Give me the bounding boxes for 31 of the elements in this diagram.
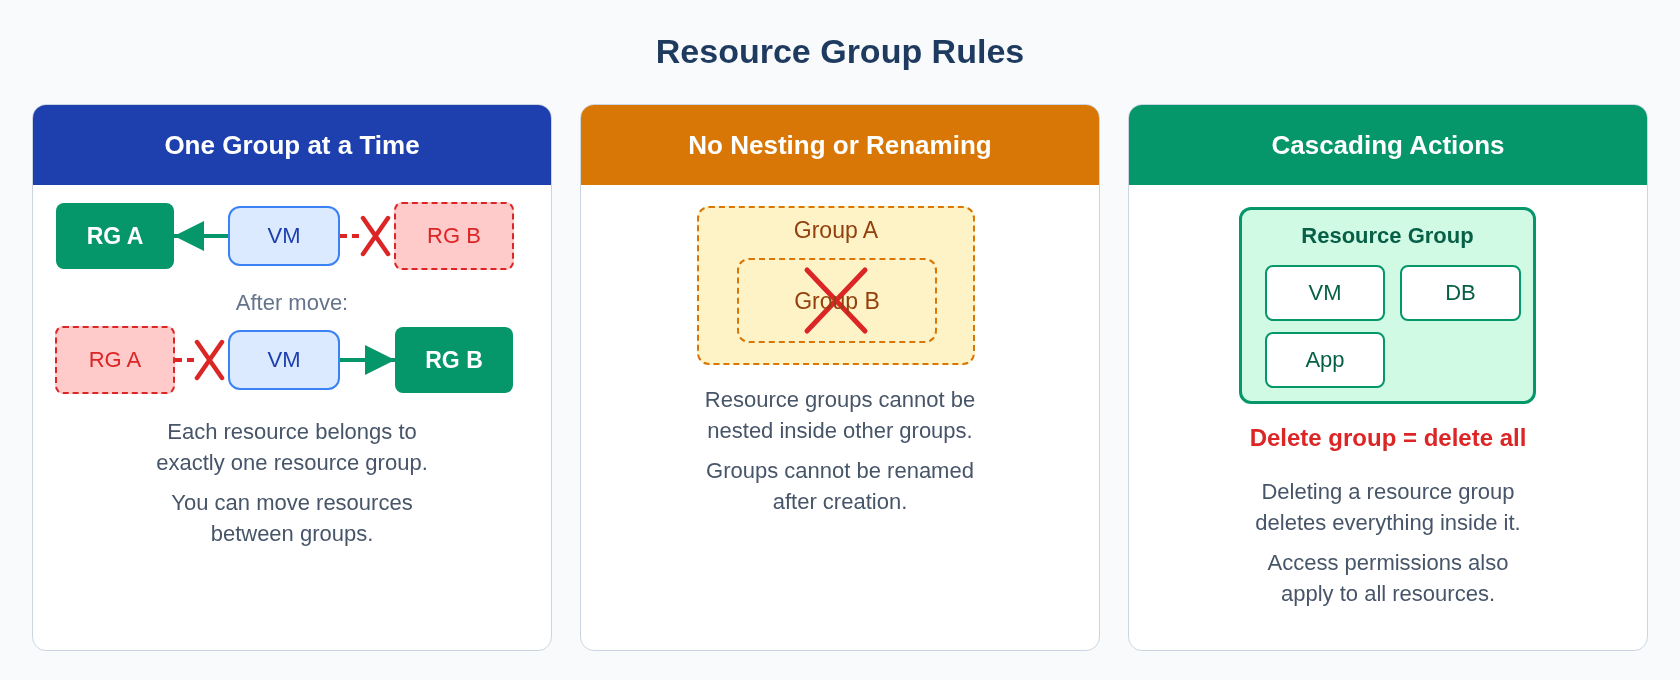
description-text: Groups cannot be renamed after creation.: [705, 457, 975, 516]
rule-card: [32, 104, 552, 651]
group-title: Resource Group: [1301, 222, 1474, 250]
warning-text: Delete group = delete all: [1249, 423, 1527, 453]
description-text: Access permissions also apply to all resources.: [1266, 549, 1510, 608]
arrow: [340, 345, 395, 375]
description-text: Each resource belongs to exactly one resource group.: [155, 418, 429, 477]
resource-node: VM: [228, 206, 340, 266]
resource-node: VM: [1265, 265, 1385, 321]
description-text: Resource groups cannot be nested inside other groups.: [703, 386, 977, 445]
description-text: Deleting a resource group deletes everything inside it.: [1254, 478, 1522, 537]
card-header: Cascading Actions: [1129, 105, 1647, 185]
group-container: [697, 206, 975, 365]
resource-node: DB: [1400, 265, 1521, 321]
description-text: You can move resources between groups.: [170, 489, 414, 548]
rule-card: [1128, 104, 1648, 651]
group-label: Group A: [793, 216, 879, 244]
diagram-title: Resource Group Rules: [655, 31, 1025, 71]
resource-node: VM: [228, 330, 340, 390]
group-node: RG B: [395, 327, 513, 393]
card-header: One Group at a Time: [33, 105, 551, 185]
card-header: No Nesting or Renaming: [581, 105, 1099, 185]
dashed-group-node: RG B: [394, 202, 514, 270]
arrow: [174, 221, 228, 251]
nested-group: [737, 258, 937, 343]
resource-group-container: [1239, 207, 1536, 404]
caption-text: After move:: [235, 289, 349, 317]
group-node: RG A: [56, 203, 174, 269]
rule-card: [580, 104, 1100, 651]
resource-node: App: [1265, 332, 1385, 388]
dashed-group-node: RG A: [55, 326, 175, 394]
